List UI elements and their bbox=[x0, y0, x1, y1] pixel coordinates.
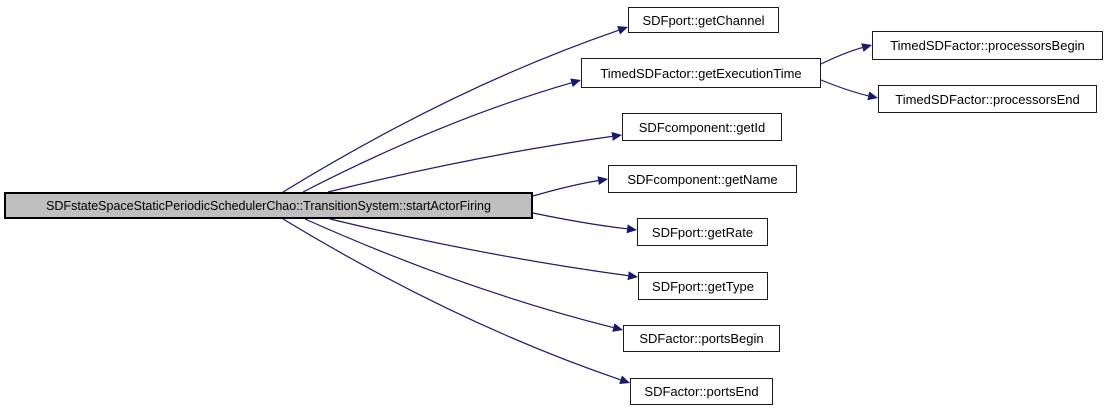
call-edge-main-getId bbox=[327, 131, 622, 193]
call-edge-main-portsEnd bbox=[282, 218, 630, 385]
node-sdfactor-portsbegin[interactable]: SDFactor::portsBegin bbox=[623, 325, 780, 352]
call-edge-getExecutionTime-processorsEnd bbox=[820, 79, 878, 101]
call-edge-main-getChannel bbox=[282, 26, 628, 193]
node-sdfport-gettype[interactable]: SDFport::getType bbox=[638, 272, 768, 300]
call-edge-main-getRate bbox=[532, 212, 638, 234]
node-timedsdfactor-processorsend[interactable]: TimedSDFactor::processorsEnd bbox=[878, 85, 1097, 113]
node-sdfport-getchannel[interactable]: SDFport::getChannel bbox=[628, 7, 779, 33]
node-startactorfiring: SDFstateSpaceStaticPeriodicSchedulerChao… bbox=[4, 192, 533, 219]
call-edge-getExecutionTime-processorsBegin bbox=[820, 43, 872, 65]
node-sdfactor-portsend[interactable]: SDFactor::portsEnd bbox=[630, 378, 773, 405]
call-edge-main-getName bbox=[532, 176, 609, 197]
node-sdfcomponent-getid[interactable]: SDFcomponent::getId bbox=[622, 113, 782, 141]
node-timedsdfactor-getexecutiontime[interactable]: TimedSDFactor::getExecutionTime bbox=[581, 58, 821, 88]
call-edge-main-getExecutionTime bbox=[302, 78, 581, 193]
call-edge-main-getType bbox=[329, 218, 639, 281]
node-timedsdfactor-processorsbegin[interactable]: TimedSDFactor::processorsBegin bbox=[872, 31, 1103, 60]
node-sdfport-getrate[interactable]: SDFport::getRate bbox=[637, 218, 768, 246]
node-sdfcomponent-getname[interactable]: SDFcomponent::getName bbox=[608, 165, 797, 193]
call-edge-main-portsBegin bbox=[304, 218, 624, 332]
